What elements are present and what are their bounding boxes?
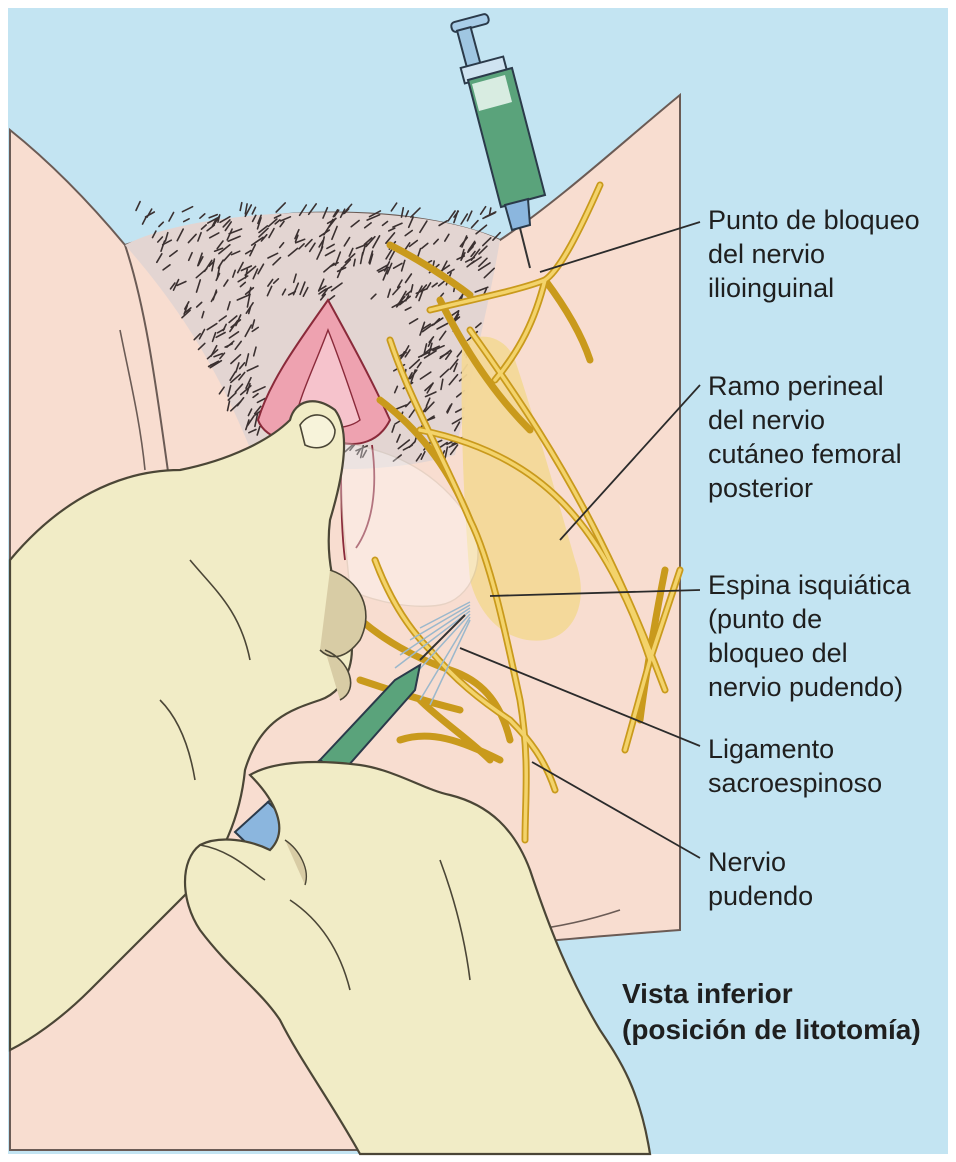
label-line: Nervio [708,845,813,879]
label-line: Punto de bloqueo [708,203,920,237]
label-ischial-spine: Espina isquiática (punto de bloqueo del … [708,568,911,704]
view-title: Vista inferior (posición de litotomía) [622,976,921,1048]
label-line: Espina isquiática [708,568,911,602]
label-sacrospinous-ligament: Ligamento sacroespinoso [708,732,882,800]
label-line: posterior [708,471,902,505]
label-line: (punto de [708,602,911,636]
label-line: ilioinguinal [708,271,920,305]
label-line: del nervio [708,403,902,437]
label-line: del nervio [708,237,920,271]
left-thumb-nail [300,415,335,448]
label-line: nervio pudendo) [708,670,911,704]
label-line: sacroespinoso [708,766,882,800]
label-line: cutáneo femoral [708,437,902,471]
label-ilioinguinal-block: Punto de bloqueo del nervio ilioinguinal [708,203,920,305]
label-line: bloqueo del [708,636,911,670]
label-femoral-branch: Ramo perineal del nervio cutáneo femoral… [708,369,902,505]
label-line: pudendo [708,879,813,913]
label-pudendal-nerve: Nervio pudendo [708,845,813,913]
label-line: Ligamento [708,732,882,766]
label-line: Ramo perineal [708,369,902,403]
view-title-line: Vista inferior [622,976,921,1012]
view-title-line: (posición de litotomía) [622,1012,921,1048]
